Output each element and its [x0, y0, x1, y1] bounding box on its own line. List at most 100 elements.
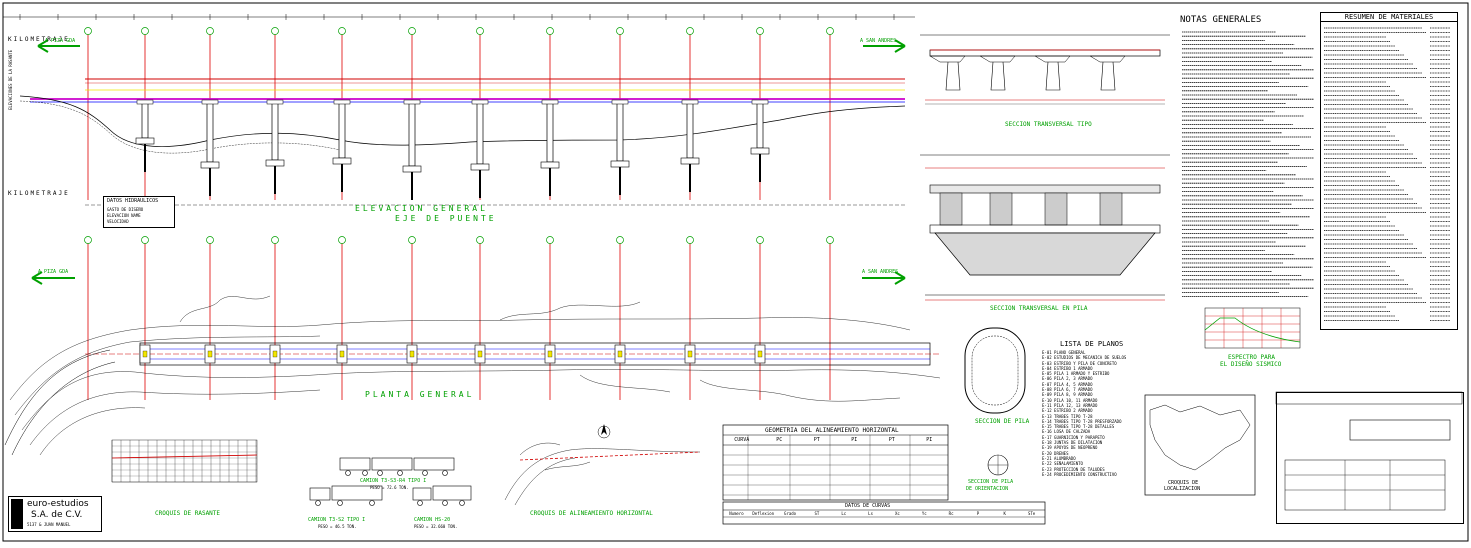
plano-item: E-19 APOYOS DE NEOPRENO [1042, 445, 1098, 451]
croquis-alineamiento-label: CROQUIS DE ALINEAMIENTO HORIZONTAL [530, 510, 653, 517]
plan-pier-core [617, 350, 623, 358]
pier-axis-marker [408, 27, 416, 35]
plano-item: E-13 TRABES TIPO T-28 [1042, 413, 1093, 419]
pier-column [141, 102, 149, 139]
plano-item: E-17 GUARNICION Y PARAPETO [1042, 434, 1105, 440]
pier-column [338, 102, 346, 159]
pier-axis-marker [271, 236, 279, 244]
pier-column [686, 102, 694, 159]
pier-cap [471, 99, 489, 105]
pier-pile [411, 172, 413, 200]
croquis-localizacion-label-2: LOCALIZACION [1164, 486, 1201, 492]
table-header-cell: Ls [868, 511, 873, 516]
pier-axis-marker [546, 236, 554, 244]
plano-item: E-18 JUNTAS DE DILATACION [1042, 440, 1103, 446]
plano-item: E-14 TRABES TIPO T-28 PRESFORZADO [1042, 418, 1122, 424]
dir-left-mid: A PIZA GDA [38, 269, 69, 275]
pier-cap [266, 99, 284, 105]
dir-right-top: A SAN ANDRES [860, 38, 897, 44]
table-header-cell: Xc [895, 511, 900, 516]
table-header-cell: Rc [948, 511, 954, 516]
pier-pile [549, 168, 551, 196]
espectro-label: ESPECTRO PARA [1228, 354, 1275, 361]
pier-axis-marker [271, 27, 279, 35]
company-sub: S.A. de C.V. [31, 510, 83, 520]
pier-axis-marker [826, 236, 834, 244]
table-header-cell: ST [814, 511, 820, 516]
hyd-row-3: VELOCIDAD [107, 219, 129, 224]
company-block: euro-estudios S.A. de C.V. 5137 & JUAN M… [8, 496, 102, 532]
table-header-cell: K [1003, 511, 1006, 516]
pier-pile [341, 164, 343, 192]
pier-axis-marker [84, 27, 92, 35]
pier-axis-marker [206, 27, 214, 35]
curvas-title: DATOS DE CURVAS [845, 503, 891, 509]
company-code: 5137 & JUAN MANUEL [27, 522, 71, 527]
pier-cap [751, 99, 769, 105]
datos-hidraulicos-title: DATOS HIDRAULICOS [107, 198, 159, 204]
pier-axis-marker [476, 27, 484, 35]
plan-pier-core [207, 350, 213, 358]
pier-axis-marker [206, 236, 214, 244]
datos-hidraulicos-table: DATOS HIDRAULICOS GASTO DE DISEÑO ELEVAC… [103, 196, 175, 228]
pier-pile [144, 144, 146, 172]
pier-axis-marker [826, 27, 834, 35]
pier-axis-marker [476, 236, 484, 244]
camion-t3s2-peso: PESO = 46.5 TON. [318, 524, 357, 529]
camion-hs20-label: CAMION HS-20 [414, 517, 451, 523]
plan-pier-core [477, 350, 483, 358]
pier-axis-marker [408, 236, 416, 244]
pier-column [408, 102, 416, 167]
pier-axis-marker [686, 27, 694, 35]
pier-column [616, 102, 624, 162]
plan-pier-core [547, 350, 553, 358]
pier-cap [681, 99, 699, 105]
pier-cap [611, 99, 629, 105]
pier-footing [610, 160, 630, 168]
table-header-cell: Deflexion [752, 511, 775, 516]
elevation-title: ELEVACION GENERAL [355, 204, 488, 213]
seccion-tipo-label: SECCION TRANSVERSAL TIPO [1005, 121, 1092, 128]
table-header-cell: PT [813, 437, 820, 443]
pier-footing [680, 157, 700, 165]
pier-footing [332, 157, 352, 165]
plan-pier-core [142, 350, 148, 358]
pier-footing [540, 161, 560, 169]
dir-right-mid: A SAN ANDRES [862, 269, 899, 275]
pier-cap [403, 99, 421, 105]
croquis-localizacion-label: CROQUIS DE [1168, 480, 1199, 486]
pier-footing [750, 147, 770, 155]
geometria-title: GEOMETRIA DEL ALINEAMIENTO HORIZONTAL [765, 427, 899, 434]
pier-cap [136, 99, 154, 105]
kilometraje-label: KILOMETRAJE [8, 36, 70, 43]
camion-hs20-peso: PESO = 32.660 TON. [414, 524, 458, 529]
hyd-row-1: GASTO DE DISEÑO [107, 207, 144, 212]
plano-item: E-02 ESTUDIOS DE MECANICA DE SUELOS [1042, 355, 1127, 361]
espectro-label-2: EL DISEÑO SISMICO [1220, 361, 1282, 368]
table-header-cell: Numero [729, 511, 744, 516]
plan-pier-core [272, 350, 278, 358]
camion-t3s3-peso: PESO = 72.6 TON. [370, 485, 409, 490]
plan-pier-core [339, 350, 345, 358]
table-header-cell: Lc [841, 511, 847, 516]
pier-column [546, 102, 554, 163]
plan-pier-core [687, 350, 693, 358]
dir-left-top: A PIZA GDA [45, 38, 76, 44]
plano-item: E-04 ESTRIBO 1 ARMADO [1042, 365, 1093, 371]
plano-item: E-15 TRABES TIPO T-28 DETALLES [1042, 424, 1115, 430]
hyd-row-2: ELEVACION NAME [107, 213, 141, 218]
plano-item: E-05 PILA 1 ARMADO Y ESTRIBO [1042, 371, 1110, 377]
table-header-cell: Yc [921, 511, 927, 516]
plano-item: E-10 PILA 10, 11 ARMADO [1042, 397, 1098, 403]
plano-item: E-09 PILA 8, 9 ARMADO [1042, 392, 1093, 398]
seccion-pila-orient-label-2: DE ORIENTACION [966, 486, 1009, 492]
pier-axis-marker [141, 236, 149, 244]
plano-item: E-03 ESTRIBO Y PILA DE CONCRETO [1042, 360, 1117, 366]
pier-axis-marker [756, 27, 764, 35]
elevaciones-label: ELEVACIONES DE LA RASANTE [8, 49, 13, 110]
